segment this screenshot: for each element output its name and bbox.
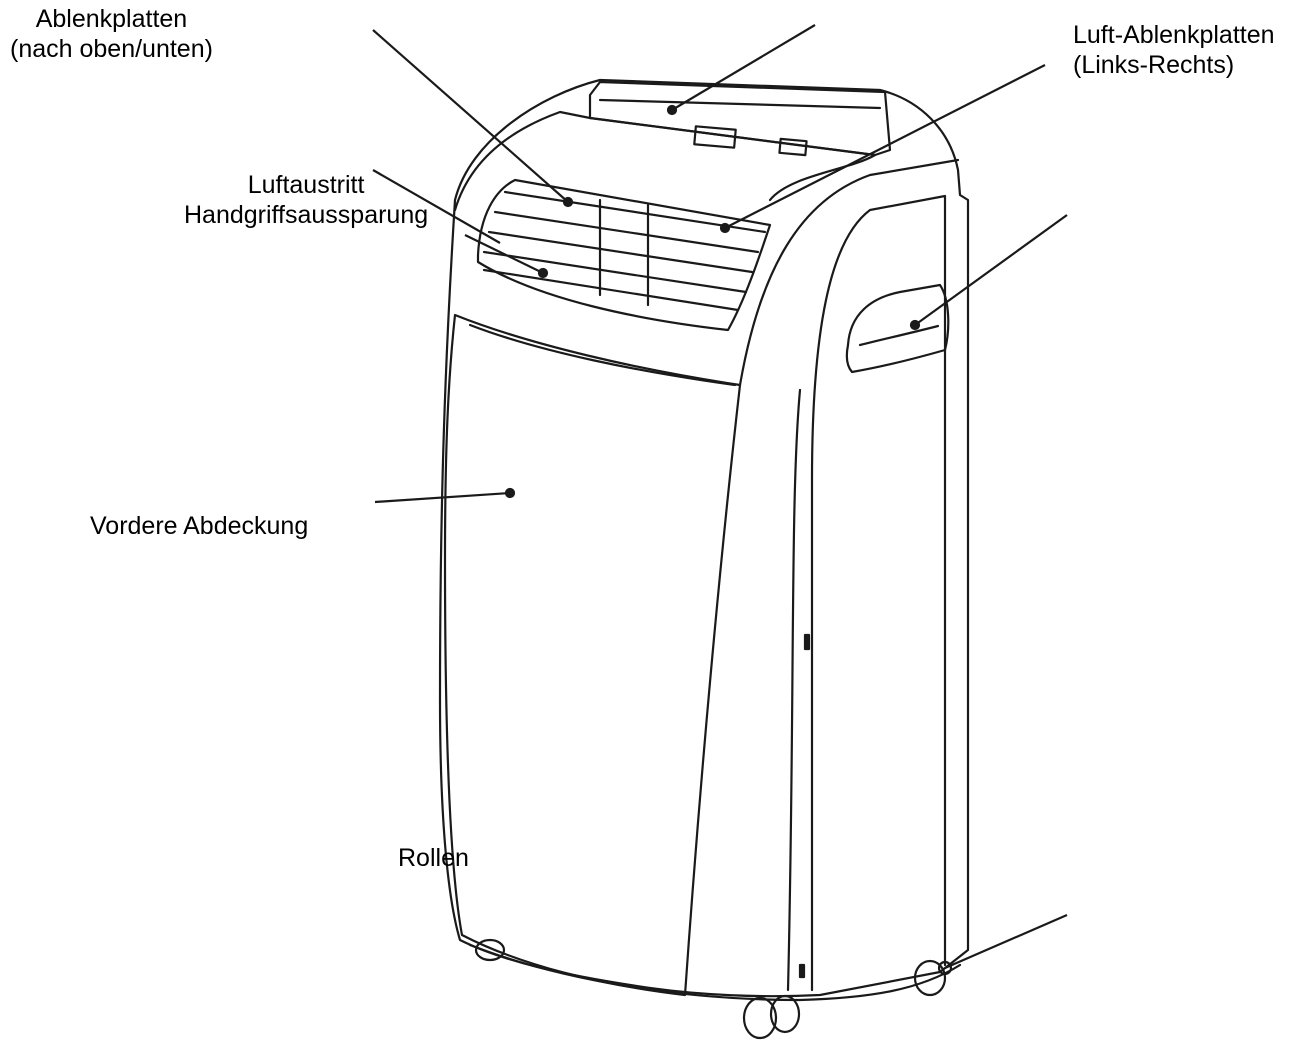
- leader-ablenkplatten: [372, 29, 569, 203]
- label-ablenkplatten: Ablenkplatten (nach oben/unten): [10, 4, 213, 64]
- wheel: [913, 959, 947, 997]
- label-rollen: Rollen: [398, 844, 469, 872]
- leader-handle: [914, 214, 1068, 326]
- label-luft-ablenkplatten-line2: (Links-Rechts): [1073, 51, 1235, 79]
- front-upper-shell: [453, 110, 877, 212]
- louver-slat: [482, 268, 740, 312]
- label-luftaustritt-line1: Luftaustritt: [247, 171, 365, 199]
- wheel: [742, 996, 778, 1040]
- label-vordere-abdeckung: Vordere Abdeckung: [90, 512, 309, 540]
- control-panel-top: [588, 80, 892, 157]
- leader-luftaustritt: [372, 169, 501, 244]
- air-outlet-frame: [476, 178, 772, 332]
- label-luft-ablenkplatten: Luft-Ablenkplatten (Links-Rechts): [1073, 20, 1275, 80]
- handle-recess: [845, 283, 950, 374]
- leader-control-panel: [671, 24, 816, 111]
- louver-slat: [487, 230, 754, 274]
- label-ablenkplatten-line1: Ablenkplatten: [35, 5, 188, 33]
- label-luftaustritt-line2: Handgriffsaussparung: [184, 201, 429, 229]
- wheel: [769, 994, 801, 1034]
- label-luft-ablenkplatten-line1: Luft-Ablenkplatten: [1073, 21, 1275, 49]
- louver-slat: [493, 210, 760, 254]
- leader-luft-ablenkplatten: [724, 64, 1046, 229]
- leader-vordere-abdeckung: [374, 491, 511, 504]
- side-panel-edge: [738, 158, 960, 387]
- label-luftaustritt: Luftaustritt Handgriffsaussparung: [184, 170, 428, 230]
- wheel: [474, 938, 506, 962]
- label-ablenkplatten-line2: (nach oben/unten): [10, 35, 213, 63]
- leader-rollen: [944, 913, 1068, 970]
- unit-body-outline: [438, 78, 970, 998]
- front-cover-outline: [443, 313, 742, 997]
- control-display: [693, 125, 737, 149]
- louver-slat: [482, 250, 748, 294]
- leader-handgriff: [464, 234, 544, 274]
